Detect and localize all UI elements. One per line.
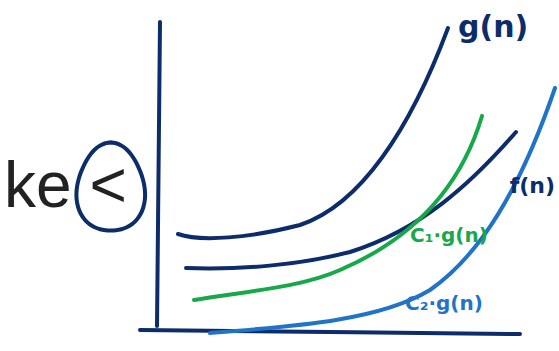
callout-text: ke < — [4, 150, 127, 220]
x-axis — [140, 330, 520, 334]
g-curve — [178, 28, 448, 238]
c2-curve — [210, 88, 555, 333]
curve-label: f(n) — [510, 174, 555, 198]
curve-label: C₂·g(n) — [405, 292, 483, 314]
curve-label: C₁·g(n) — [410, 224, 488, 246]
y-axis — [157, 22, 160, 326]
c1-curve — [194, 116, 482, 300]
curve-label: g(n) — [458, 10, 528, 43]
